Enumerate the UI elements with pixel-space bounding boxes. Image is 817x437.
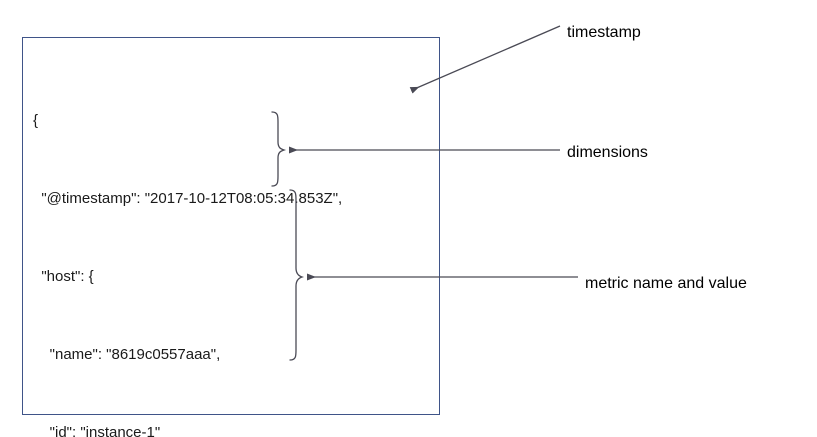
- json-line-host-id: "id": "instance-1": [33, 424, 161, 437]
- json-line-host-name: "name": "8619c0557aaa",: [33, 346, 221, 363]
- annotation-label-metric-name-and-value: metric name and value: [585, 275, 747, 292]
- json-line-host-open: "host": {: [33, 268, 94, 285]
- annotation-label-timestamp: timestamp: [567, 24, 641, 41]
- json-code-block: { "@timestamp": "2017-10-12T08:05:34.853…: [33, 56, 342, 437]
- annotation-label-dimensions: dimensions: [567, 144, 648, 161]
- json-line-timestamp: "@timestamp": "2017-10-12T08:05:34.853Z"…: [33, 190, 343, 207]
- json-document-box: { "@timestamp": "2017-10-12T08:05:34.853…: [22, 37, 440, 437]
- json-line: {: [33, 112, 39, 129]
